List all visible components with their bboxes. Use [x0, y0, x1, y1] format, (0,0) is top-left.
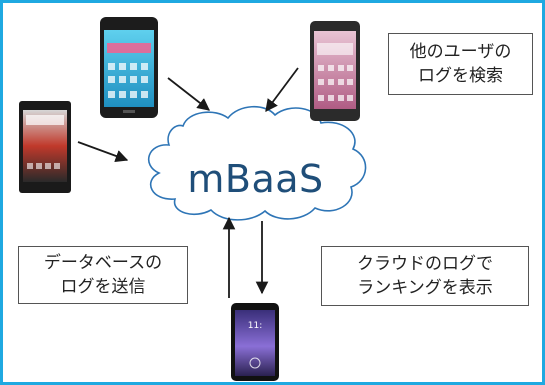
note-rank-line-1: クラウドのログで — [357, 254, 493, 274]
note-search-others-logs: 他のユーザの ログを検索 — [388, 33, 533, 95]
phone-clock: 11: — [248, 321, 262, 331]
note-search-line-2: ログを検索 — [418, 66, 503, 86]
arrow-left-phone-to-cloud — [77, 141, 129, 163]
cloud-label: mBaaS — [187, 157, 324, 201]
note-send-database-logs: データベースの ログを送信 — [18, 246, 188, 304]
note-search-line-1: 他のユーザの — [409, 42, 512, 62]
cloud-shape — [147, 105, 367, 221]
smartphone-left — [19, 101, 71, 193]
smartphone-top — [100, 17, 158, 118]
smartphone-right — [310, 21, 360, 121]
smartphone-bottom: 11: — [231, 303, 279, 381]
arrow-right-phone-to-cloud — [265, 67, 299, 113]
note-cloud-ranking: クラウドのログで ランキングを表示 — [321, 246, 529, 306]
note-send-line-1: データベースの — [43, 253, 163, 273]
diagram-canvas: 11: — [19, 17, 367, 381]
note-rank-line-2: ランキングを表示 — [357, 278, 493, 298]
note-send-line-2: ログを送信 — [60, 277, 146, 297]
arrow-top-phone-to-cloud — [167, 77, 210, 111]
